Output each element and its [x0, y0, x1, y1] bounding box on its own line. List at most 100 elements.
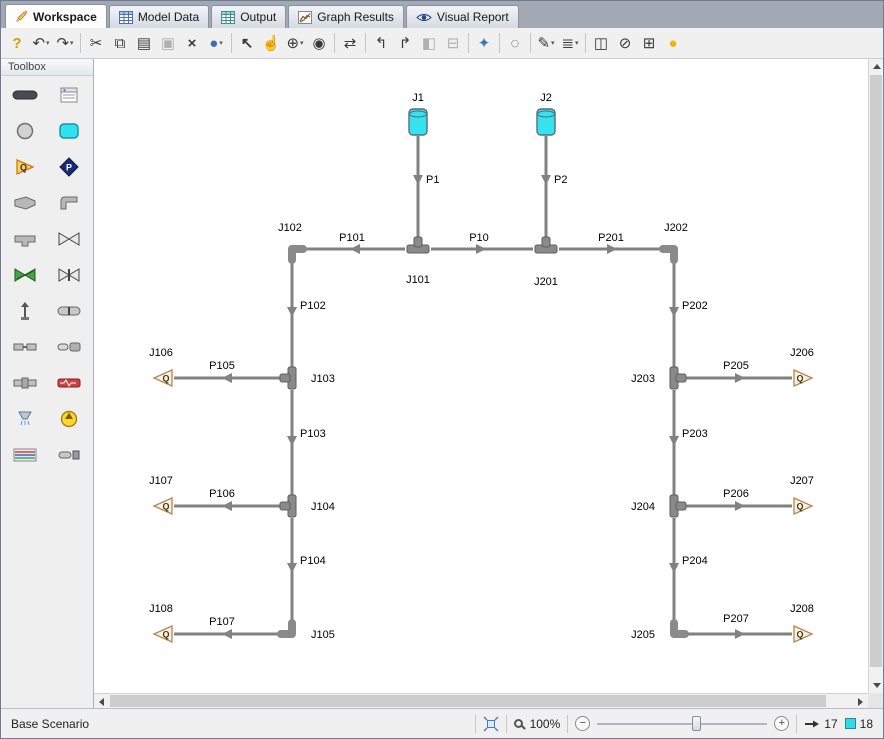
pipe-label-P203[interactable]: P203 [682, 428, 708, 440]
junction-label-J1[interactable]: J1 [412, 92, 424, 104]
pipe-label-P10[interactable]: P10 [469, 232, 489, 244]
junction-J107[interactable]: Q [154, 498, 172, 514]
junction-J105[interactable] [281, 623, 292, 634]
reverse-pipe-icon[interactable]: ⇄ [338, 31, 362, 55]
junction-label-J101[interactable]: J101 [406, 274, 430, 286]
junction-label-J2[interactable]: J2 [540, 92, 552, 104]
toolbox-item-heat-exchanger[interactable] [50, 370, 88, 396]
scroll-up-button[interactable] [869, 59, 884, 74]
toolbox-item-assigned-pressure[interactable]: P [50, 154, 88, 180]
toolbox-item-area-change[interactable] [6, 190, 44, 216]
junction-label-J104[interactable]: J104 [311, 501, 335, 513]
zoom-to-fit-icon[interactable] [483, 716, 499, 732]
junction-J101[interactable] [407, 237, 429, 253]
junction-label-J108[interactable]: J108 [149, 603, 173, 615]
select-arrow-icon[interactable]: ↖ [235, 31, 259, 55]
pipe-label-P1[interactable]: P1 [426, 174, 439, 186]
pipe-label-P104[interactable]: P104 [300, 555, 326, 567]
pipe-label-P207[interactable]: P207 [723, 613, 749, 625]
junction-label-J103[interactable]: J103 [311, 373, 335, 385]
zoom-icon[interactable]: ⊕▾ [283, 31, 307, 55]
pipe-label-P107[interactable]: P107 [209, 616, 235, 628]
pipe-label-P103[interactable]: P103 [300, 428, 326, 440]
rotate-right-icon[interactable]: ↱ [393, 31, 417, 55]
cut-icon[interactable]: ✂ [84, 31, 108, 55]
workspace-canvas[interactable]: P1P2P101P10P201P102P202P105P205P103P203P… [94, 59, 868, 693]
pipe-label-P204[interactable]: P204 [682, 555, 708, 567]
junction-J102[interactable] [292, 249, 303, 260]
panels-icon[interactable]: ◫ [589, 31, 613, 55]
pipe-label-P101[interactable]: P101 [339, 232, 365, 244]
tab-graph-results[interactable]: Graph Results [288, 5, 404, 28]
toolbox-item-pipe[interactable] [6, 82, 44, 108]
toolbox-item-general-component[interactable] [6, 442, 44, 468]
pipe-label-P206[interactable]: P206 [723, 488, 749, 500]
toolbox-item-tee[interactable] [6, 226, 44, 252]
copy-icon[interactable]: ⧉ [108, 31, 132, 55]
scale-model-icon[interactable]: ✦ [472, 31, 496, 55]
junction-J1[interactable] [409, 109, 427, 135]
toolbox-item-annotation[interactable] [50, 82, 88, 108]
junction-label-J201[interactable]: J201 [534, 276, 558, 288]
junction-J204[interactable] [670, 495, 686, 517]
junction-label-J207[interactable]: J207 [790, 475, 814, 487]
junction-J106[interactable]: Q [154, 370, 172, 386]
junction-J104[interactable] [280, 495, 296, 517]
toolbox-item-bend[interactable] [50, 190, 88, 216]
junction-label-J107[interactable]: J107 [149, 475, 173, 487]
help-icon[interactable]: ? [5, 31, 29, 55]
junction-label-J202[interactable]: J202 [664, 222, 688, 234]
junction-label-J205[interactable]: J205 [631, 629, 655, 641]
junction-J206[interactable]: Q [794, 370, 812, 386]
horizontal-scroll-thumb[interactable] [110, 695, 826, 707]
pipe-network-diagram[interactable]: P1P2P101P10P201P102P202P105P205P103P203P… [94, 59, 868, 693]
junction-J103[interactable] [280, 367, 296, 389]
undo-icon[interactable]: ↶▾ [29, 31, 53, 55]
annotate-icon[interactable]: ✎▾ [534, 31, 558, 55]
toolbox-item-valve[interactable] [50, 226, 88, 252]
toolbox-item-branch[interactable] [6, 118, 44, 144]
toolbox-item-venturi[interactable] [6, 334, 44, 360]
grid-icon[interactable]: ⊞ [637, 31, 661, 55]
toolbox-item-fitting-pair[interactable] [6, 370, 44, 396]
find-icon[interactable]: ◉ [307, 31, 331, 55]
scroll-down-button[interactable] [869, 678, 884, 693]
vertical-scrollbar[interactable] [868, 59, 883, 693]
morph-junction-icon[interactable]: ◧ [417, 31, 441, 55]
junction-J207[interactable]: Q [794, 498, 812, 514]
toolbox-item-reservoir[interactable] [50, 118, 88, 144]
zoom-out-button[interactable]: − [575, 716, 590, 731]
junction-J205[interactable] [674, 623, 685, 634]
paste-icon[interactable]: ▤ [132, 31, 156, 55]
zoom-slider-thumb[interactable] [692, 716, 701, 731]
junction-J208[interactable]: Q [794, 626, 812, 642]
junction-label-J206[interactable]: J206 [790, 347, 814, 359]
toolbox-item-screen[interactable] [50, 334, 88, 360]
merge-icon[interactable]: ⊟ [441, 31, 465, 55]
highlight-icon[interactable]: ● [661, 31, 685, 55]
pipe-label-P201[interactable]: P201 [598, 232, 624, 244]
scroll-right-button[interactable] [853, 694, 868, 709]
hide-items-icon[interactable]: ⊘ [613, 31, 637, 55]
toolbox-item-spray-discharge[interactable] [6, 298, 44, 324]
pipe-label-P202[interactable]: P202 [682, 300, 708, 312]
lasso-select-icon[interactable]: ◌ [503, 31, 527, 55]
junction-label-J203[interactable]: J203 [631, 373, 655, 385]
junction-label-J102[interactable]: J102 [278, 222, 302, 234]
toolbox-item-control-valve[interactable] [6, 262, 44, 288]
tab-model-data[interactable]: Model Data [109, 5, 209, 28]
junction-J2[interactable] [537, 109, 555, 135]
tab-workspace[interactable]: Workspace [5, 4, 107, 28]
pipe-label-P102[interactable]: P102 [300, 300, 326, 312]
redo-icon[interactable]: ↷▾ [53, 31, 77, 55]
junction-J202[interactable] [663, 249, 674, 260]
toolbox-item-pump[interactable] [50, 406, 88, 432]
globe-icon[interactable]: ●▾ [204, 31, 228, 55]
horizontal-scrollbar[interactable] [94, 693, 868, 708]
scroll-left-button[interactable] [94, 694, 109, 709]
toolbox-item-assigned-flow[interactable]: Q [6, 154, 44, 180]
toolbox-item-orifice[interactable] [50, 298, 88, 324]
rotate-left-icon[interactable]: ↰ [369, 31, 393, 55]
zoom-in-button[interactable]: + [774, 716, 789, 731]
junction-J108[interactable]: Q [154, 626, 172, 642]
